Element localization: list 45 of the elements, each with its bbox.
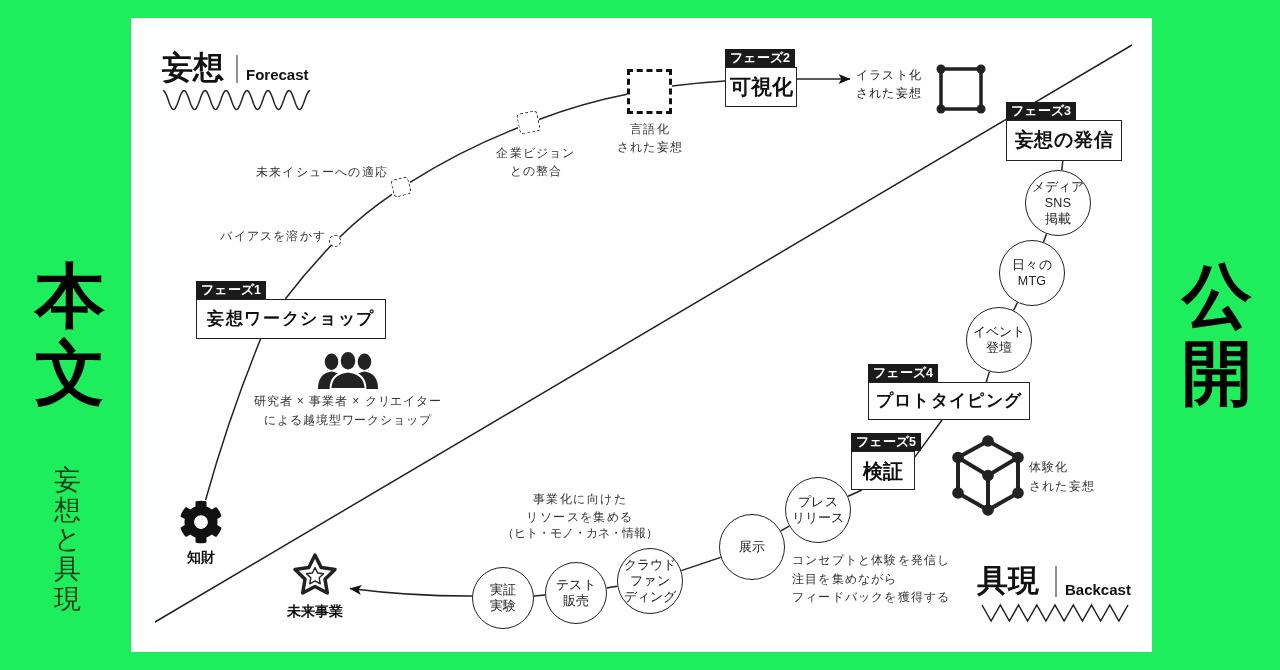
phase-box: プロトタイピング: [868, 382, 1030, 420]
marker-caption: 未来イシューへの適応: [255, 164, 388, 181]
section-subheading: Forecast: [246, 67, 309, 82]
icon-label: 未来事業: [287, 602, 343, 620]
section-subheading: Backcast: [1065, 582, 1131, 597]
phase-tag: フェーズ5: [851, 433, 922, 451]
phase-tag: フェーズ4: [868, 364, 939, 382]
marker-caption: 言語化された妄想: [616, 121, 684, 156]
connector-line: [1012, 301, 1019, 312]
phase-box: 可視化: [725, 67, 797, 107]
connector-line: [847, 489, 863, 498]
side-title: 公開: [1182, 258, 1252, 412]
phase-tag: フェーズ2: [725, 49, 796, 67]
side-subtitle: 妄想と具現: [54, 466, 81, 615]
connector-line: [780, 525, 790, 532]
connector-line: [338, 193, 393, 238]
connector-line: [1042, 233, 1048, 243]
phase-box: 妄想ワークショップ: [196, 299, 386, 339]
phase-tag: フェーズ3: [1006, 102, 1077, 120]
section-heading: 具現: [977, 565, 1039, 596]
connector-line: [671, 80, 726, 87]
marker-caption: バイアスを溶かす: [219, 228, 326, 245]
connector-line: [1061, 160, 1064, 171]
connector-line: [914, 419, 943, 458]
connector-line: [605, 585, 619, 589]
side-title: 本文: [35, 258, 105, 412]
connector-line: [538, 93, 628, 121]
annotation-text: 事業化に向けたリソースを集める: [525, 491, 635, 526]
annotation-text: （ヒト・モノ・カネ・情報）: [501, 527, 659, 539]
phase-box: 検証: [851, 451, 915, 490]
phase-box: 妄想の発信: [1006, 120, 1122, 161]
section-heading: 妄想: [162, 52, 224, 83]
annotation-text: 研究者 × 事業者 × クリエイターによる越境型ワークショップ: [252, 393, 444, 429]
node-label: イラスト化された妄想: [856, 67, 922, 102]
arrow: [796, 74, 851, 85]
arrow: [349, 584, 473, 597]
annotation-text: 体験化された妄想: [1029, 459, 1096, 495]
dashed-square-marker: [627, 69, 672, 114]
connector-line: [204, 338, 262, 501]
annotation-text: コンセプトと体験を発信し注目を集めながらフィードバックを獲得する: [792, 552, 952, 607]
connector-line: [409, 127, 519, 184]
phase-tag: フェーズ1: [196, 281, 267, 299]
icon-label: 知財: [187, 548, 215, 566]
connector-line: [284, 244, 332, 300]
marker-caption: 企業ビジョンとの整合: [495, 145, 577, 180]
